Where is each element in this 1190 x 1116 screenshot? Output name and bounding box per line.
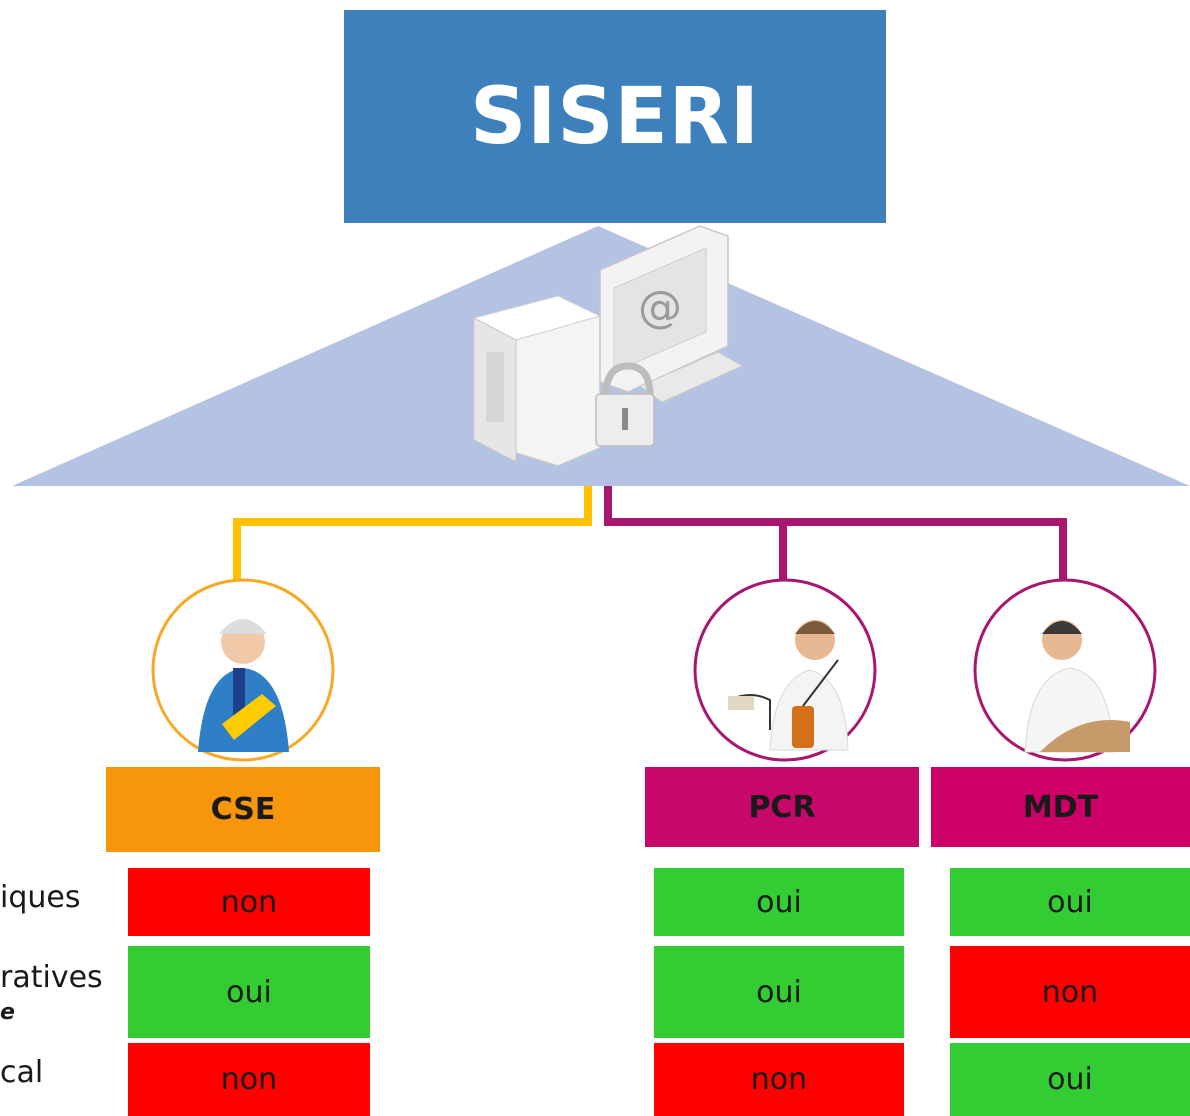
pcr-person-icon [693,578,877,762]
cell-cse-row2: oui [128,946,370,1038]
cell-cse-row3: non [128,1043,370,1116]
svg-text:@: @ [638,282,682,333]
cse-person-icon [151,578,335,762]
cell-value: non [220,884,278,920]
cell-value: oui [756,884,802,920]
role-label-cse: CSE [210,792,276,827]
connector-cse [233,486,592,582]
mdt-person-icon [973,578,1157,762]
row-label-2: ratives [0,960,103,995]
row-label-3: cal [0,1055,44,1090]
role-header-cse: CSE [106,767,380,852]
cell-value: non [750,1062,808,1097]
row-label-1: iques [0,880,81,915]
secure-server-icon: @ [472,225,744,467]
role-header-mdt: MDT [931,767,1190,847]
cell-mdt-row1: oui [950,868,1190,936]
row-label-2-sub: e [0,1000,15,1025]
cell-pcr-row1: oui [654,868,904,936]
cell-value: oui [1047,1062,1093,1097]
cell-mdt-row2: non [950,946,1190,1038]
cell-mdt-row3: oui [950,1043,1190,1116]
cell-value: non [220,1062,278,1097]
role-label-mdt: MDT [1022,789,1099,825]
cell-pcr-row3: non [654,1043,904,1116]
cell-value: non [1041,974,1099,1010]
cell-pcr-row2: oui [654,946,904,1038]
cell-cse-row1: non [128,868,370,936]
role-label-pcr: PCR [748,789,816,825]
cell-value: oui [756,974,802,1010]
page-title: SISERI [344,10,886,223]
cell-value: oui [1047,884,1093,920]
connector-pcr-mdt [604,486,1067,580]
role-header-pcr: PCR [645,767,919,847]
cell-value: oui [226,974,272,1010]
